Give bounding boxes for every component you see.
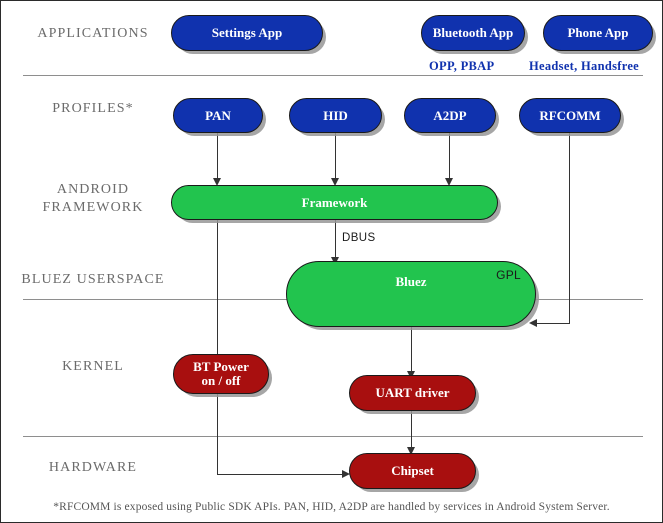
node-bluez[interactable]: Bluez GPL (286, 261, 536, 327)
connector-a2dp-to-framework (449, 133, 451, 181)
node-uart-driver-label: UART driver (375, 385, 450, 400)
node-profile-a2dp[interactable]: A2DP (404, 98, 496, 133)
arrowhead-uart-to-chipset (407, 447, 415, 455)
node-phone-app-label: Phone App (567, 25, 629, 40)
connector-hid-to-framework (335, 133, 337, 181)
node-bluez-license-tag: GPL (496, 268, 521, 282)
layer-label-bluez-userspace: BLUEZ USERSPACE (21, 272, 165, 287)
divider-applications (23, 75, 643, 76)
arrowhead-rfcomm-to-bluez (529, 319, 537, 327)
node-profile-pan[interactable]: PAN (173, 98, 263, 133)
layer-label-applications: APPLICATIONS (37, 26, 149, 41)
connector-framework-to-bluez (335, 219, 337, 262)
node-framework-label: Framework (301, 194, 368, 210)
node-settings-app-label: Settings App (211, 25, 283, 40)
node-bt-power-label: BT Power on / off (193, 359, 249, 388)
arrowhead-pan-to-framework (213, 178, 221, 186)
divider-kernel-hardware (23, 436, 643, 437)
connector-rfcomm-down (569, 133, 571, 324)
footnote-text: *RFCOMM is exposed using Public SDK APIs… (53, 501, 610, 513)
layer-label-hardware: HARDWARE (48, 460, 138, 475)
node-chipset[interactable]: Chipset (349, 453, 476, 489)
caption-phone-app: Headset, Handsfree (529, 59, 640, 73)
node-profile-a2dp-label: A2DP (433, 107, 467, 123)
connector-rfcomm-to-bluez (537, 323, 570, 325)
node-bluetooth-app[interactable]: Bluetooth App (421, 15, 525, 51)
connector-bt-power-to-chipset (217, 474, 345, 476)
arrowhead-hid-to-framework (331, 178, 339, 186)
layer-label-android-framework: ANDROID FRAMEWORK (42, 182, 144, 215)
node-settings-app[interactable]: Settings App (171, 15, 323, 51)
connector-uart-to-chipset (411, 411, 413, 455)
node-profile-pan-label: PAN (205, 107, 231, 123)
node-profile-hid-label: HID (323, 107, 348, 123)
connector-bluez-to-uart (411, 326, 413, 377)
node-framework[interactable]: Framework (171, 185, 498, 220)
caption-bluetooth-app: OPP, PBAP (429, 59, 495, 73)
node-bluez-label: Bluez (395, 274, 427, 289)
connector-pan-to-framework (217, 133, 219, 181)
arrowhead-bt-power-to-chipset (342, 470, 350, 478)
node-phone-app[interactable]: Phone App (543, 15, 653, 51)
node-uart-driver[interactable]: UART driver (349, 375, 476, 411)
node-profile-rfcomm-label: RFCOMM (539, 107, 601, 123)
node-bluetooth-app-label: Bluetooth App (432, 25, 514, 40)
node-profile-hid[interactable]: HID (289, 98, 382, 133)
node-profile-rfcomm[interactable]: RFCOMM (519, 98, 621, 133)
edge-label-dbus: DBUS (342, 232, 376, 244)
node-chipset-label: Chipset (391, 463, 434, 478)
layer-label-kernel: KERNEL (62, 359, 124, 374)
node-bt-power[interactable]: BT Power on / off (173, 354, 269, 394)
connector-framework-to-bt-power (217, 219, 219, 475)
layer-label-profiles: PROFILES* (52, 101, 134, 116)
arrowhead-a2dp-to-framework (445, 178, 453, 186)
